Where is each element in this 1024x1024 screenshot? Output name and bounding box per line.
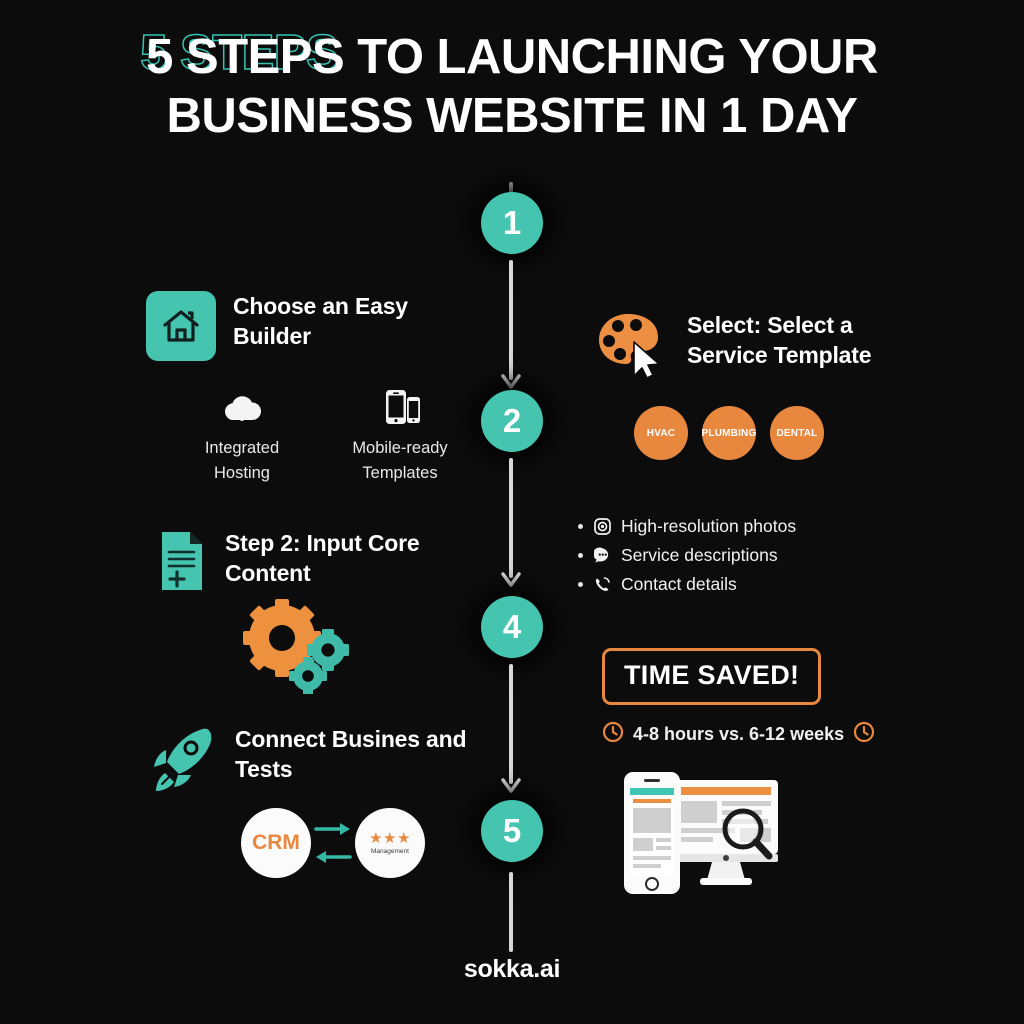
feature-integrated-hosting: Integrated Hosting [186,385,298,486]
step-block-core-content: Step 2: Input Core Content [156,528,455,594]
chat-bubble-icon [592,547,612,564]
timeline-segment-2-4 [509,458,513,578]
page-title: 5 STEPS TO LAUNCHING YOUR BUSINESS WEBSI… [0,24,1024,146]
timeline-arrow-4-5 [501,778,521,794]
bullet-dot [578,524,583,529]
timeline-arrow-2-4 [501,572,521,588]
timeline-node-4[interactable]: 4 [481,596,543,658]
management-label: Management [371,848,409,855]
rocket-icon [150,724,218,796]
exchange-arrows [311,821,355,865]
list-item-label: High-resolution photos [621,516,797,536]
timeline-segment-bottom [509,872,513,952]
block-header: Select: Select a Service Template [596,310,937,380]
arrow-left-icon [316,851,352,863]
bullet-dot [578,553,583,558]
time-comparison-row: 4-8 hours vs. 6-12 weeks [602,721,875,748]
management-node[interactable]: ★★★ Management [355,808,425,878]
title-line-1-rest: TO LAUNCHING YOUR [344,30,878,84]
block-heading: Select: Select a Service Template [687,312,872,368]
phone-icon [592,576,612,593]
star-rating-icon: ★★★ [369,830,411,847]
block-heading: Choose an Easy Builder [233,293,408,349]
integration-diagram: CRM ★★★ Management [241,808,425,878]
responsive-preview-icon [612,768,782,903]
palette-cursor-icon [596,310,670,380]
time-comparison-label: 4-8 hours vs. 6-12 weeks [633,724,845,744]
block-heading: Connect Busines and Tests [235,726,467,782]
block-header: Choose an Easy Builder [146,291,463,361]
timeline-node-5[interactable]: 5 [481,800,543,862]
chip-dental[interactable]: DENTAL [770,406,824,460]
feature-label: Integrated Hosting [204,439,280,482]
arrow-right-icon [314,823,350,835]
chip-hvac[interactable]: HVAC [634,406,688,460]
feature-label: Mobile-ready Templates [352,439,448,482]
timeline-arrow-1-2 [501,374,521,390]
crm-label: CRM [252,831,300,854]
list-item: Service descriptions [578,541,796,570]
block-header: Step 2: Input Core Content [156,528,455,594]
block-header: Connect Busines and Tests [150,724,475,796]
timeline-segment-4-5 [509,664,513,784]
timeline-segment-1-2 [509,260,513,380]
template-chips: HVAC PLUMBING DENTAL [634,406,937,460]
timeline-node-1[interactable]: 1 [481,192,543,254]
clock-icon [602,721,624,748]
title-line-2: BUSINESS WEBSITE IN 1 DAY [166,89,858,143]
list-item: High-resolution photos [578,512,796,541]
time-saved-callout: TIME SAVED! 4-8 hours vs. 6-12 weeks [602,648,875,748]
step-block-connect: Connect Busines and Tests [150,724,475,796]
block-heading: Step 2: Input Core Content [225,530,420,586]
gears-icon [236,598,356,699]
camera-icon [592,518,612,535]
chip-plumbing[interactable]: PLUMBING [702,406,756,460]
cloud-download-icon [186,385,298,427]
list-item-label: Service descriptions [621,545,778,565]
clock-icon [853,721,875,748]
mobile-devices-icon [344,385,456,427]
steps-timeline: 1 2 4 5 [481,182,543,952]
step-block-choose-builder: Choose an Easy Builder Integrated Hostin… [146,291,463,486]
crm-node[interactable]: CRM [241,808,311,878]
timeline-node-2[interactable]: 2 [481,390,543,452]
home-icon [146,291,216,361]
feature-mobile-templates: Mobile-ready Templates [344,385,456,486]
list-item-label: Contact details [621,574,737,594]
step-block-service-template: Select: Select a Service Template HVAC P… [596,310,937,460]
content-checklist: High-resolution photos Service descripti… [578,512,796,599]
title-glitch-text: 5 STEPS [140,24,345,87]
time-saved-badge: TIME SAVED! [602,648,822,705]
brand-footer: sokka.ai [463,955,561,983]
bullet-dot [578,582,583,587]
feature-row: Integrated Hosting Mobile-ready Template… [186,385,463,486]
time-saved-label: TIME SAVED! [624,660,800,690]
list-item: Contact details [578,570,796,599]
title-line-1: 5 STEPS TO LAUNCHING YOUR [0,24,1024,87]
document-plus-icon [156,528,208,594]
